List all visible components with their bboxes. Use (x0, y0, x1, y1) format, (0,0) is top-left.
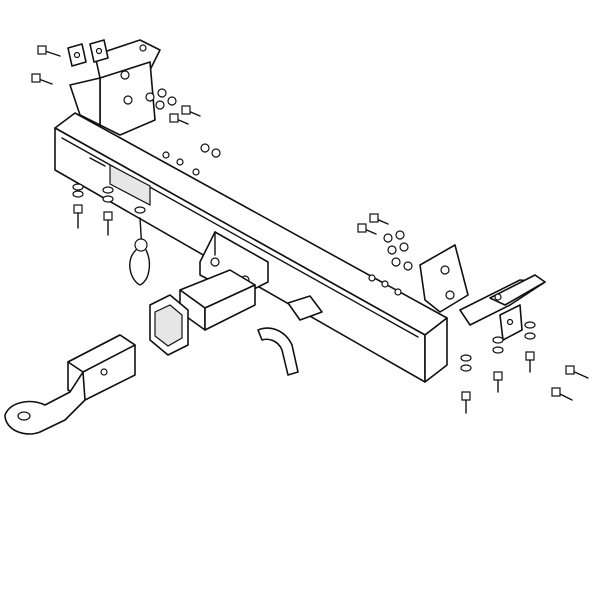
bolt (169, 113, 189, 125)
vertical-bolt (73, 204, 83, 229)
left-backing-plates (67, 39, 109, 67)
bolt (31, 73, 53, 85)
left-mounting-bracket (69, 39, 161, 136)
receiver-tube (149, 269, 323, 356)
bolt (369, 213, 389, 225)
washers-nuts (72, 88, 536, 372)
bolt (37, 45, 61, 57)
bolt (357, 223, 377, 235)
fasteners (31, 45, 589, 414)
vertical-bolt (525, 351, 535, 373)
vertical-bolt (493, 371, 503, 393)
bolt (565, 365, 589, 379)
vertical-bolt (103, 211, 113, 236)
vertical-bolt (461, 391, 471, 414)
ball-mount (4, 334, 136, 435)
bolt (551, 387, 573, 401)
hitch-pin (257, 327, 299, 376)
hitch-pin-clip (129, 217, 151, 286)
bolt (181, 105, 201, 117)
right-mounting-bracket (419, 244, 546, 341)
